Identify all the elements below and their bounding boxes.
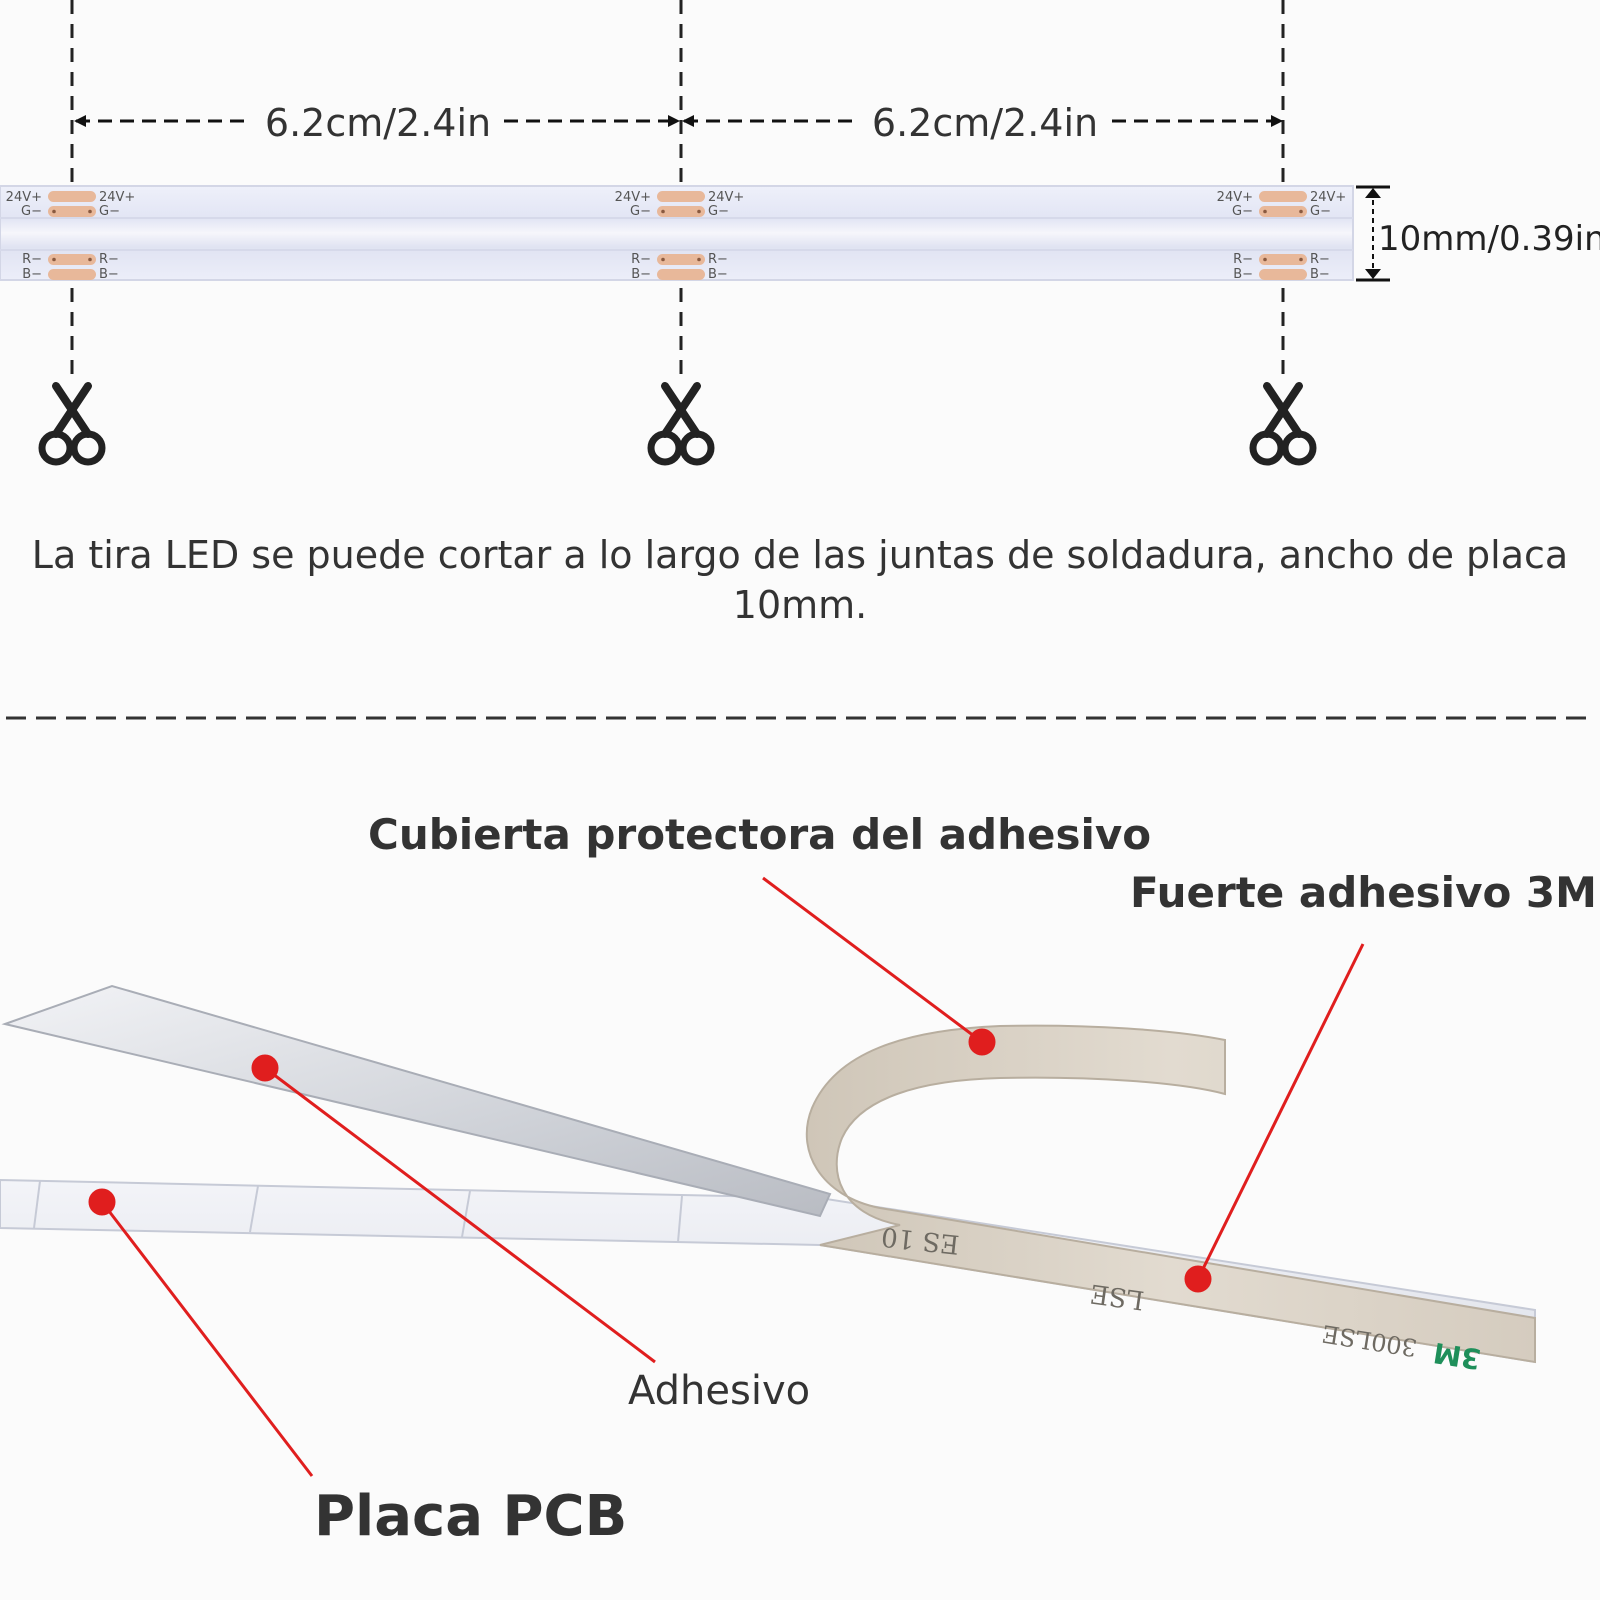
pad-label-b-right: B− — [708, 267, 728, 282]
leader-cover — [762, 876, 983, 1044]
segment-dimensions: 6.2cm/2.4in 6.2cm/2.4in — [74, 101, 1283, 145]
strip-width-dimension: 10mm/0.39in — [1356, 185, 1600, 282]
cut-instruction-caption: La tira LED se puede cortar a lo largo d… — [31, 533, 1569, 627]
leader-adhesive — [264, 1066, 656, 1364]
pad-label-g-left: G− — [21, 204, 42, 219]
solder-joint-middle: 24V+ G− R− B− 24V+ G− R− B− — [615, 190, 745, 282]
pad-label-g-left: G− — [1232, 204, 1253, 219]
solder-joint-right: 24V+ G− R− B− 24V+ G− R− B− — [1217, 190, 1347, 282]
pad-label-r-left: R− — [1233, 252, 1253, 267]
pad-label-24v-left: 24V+ — [1217, 190, 1253, 205]
scissors-icon — [1249, 382, 1317, 466]
pad-label-g-right: G− — [1310, 204, 1331, 219]
callout-strong-3m-adhesive: Fuerte adhesivo 3M — [1130, 868, 1597, 917]
liner-print-b: LSE — [1088, 1278, 1146, 1315]
pad-label-24v-left: 24V+ — [6, 190, 42, 205]
pad-label-r-left: R− — [631, 252, 651, 267]
callout-adhesive-cover: Cubierta protectora del adhesivo — [368, 810, 1152, 859]
pad-label-24v-right: 24V+ — [708, 190, 744, 205]
strip-width-label: 10mm/0.39in — [1378, 219, 1600, 259]
pad-label-b-right: B− — [99, 267, 119, 282]
callout-pcb-board: Placa PCB — [314, 1484, 628, 1549]
segment-length-left: 6.2cm/2.4in — [265, 101, 491, 145]
pad-label-g-right: G− — [708, 204, 729, 219]
callout-leaders — [88, 876, 1365, 1477]
pad-label-g-right: G− — [99, 204, 120, 219]
callout-adhesive: Adhesivo — [628, 1368, 811, 1414]
leader-dot-3m — [1184, 1265, 1212, 1293]
scissors-icon — [38, 382, 106, 466]
cut-lines — [70, 0, 1285, 375]
solder-joint-left: 24V+ G− R− B− 24V+ G− R− B− — [6, 190, 136, 282]
pad-label-24v-right: 24V+ — [1310, 190, 1346, 205]
pad-label-g-left: G− — [630, 204, 651, 219]
pad-label-b-left: B− — [1233, 267, 1253, 282]
pad-label-b-right: B− — [1310, 267, 1330, 282]
leader-dot-adhesive — [251, 1054, 279, 1082]
pad-label-r-right: R− — [708, 252, 728, 267]
pad-label-24v-left: 24V+ — [615, 190, 651, 205]
pad-label-b-left: B− — [22, 267, 42, 282]
liner-logo-3m: 3M — [1431, 1336, 1483, 1376]
scissors-icon — [647, 382, 715, 466]
leader-3m — [1196, 943, 1365, 1280]
leader-dot-cover — [968, 1028, 996, 1056]
pcb-board — [0, 1178, 1536, 1364]
adhesive-liner: ES 10 LSE 300LSE 3M — [805, 1024, 1536, 1376]
pad-label-b-left: B− — [631, 267, 651, 282]
segment-length-right: 6.2cm/2.4in — [872, 101, 1098, 145]
pad-label-r-right: R− — [1310, 252, 1330, 267]
leader-dot-pcb — [88, 1188, 116, 1216]
pad-label-r-right: R− — [99, 252, 119, 267]
leader-pcb — [100, 1201, 314, 1477]
pad-label-24v-right: 24V+ — [99, 190, 135, 205]
pad-label-r-left: R− — [22, 252, 42, 267]
peeled-adhesive-tape — [1, 984, 832, 1218]
